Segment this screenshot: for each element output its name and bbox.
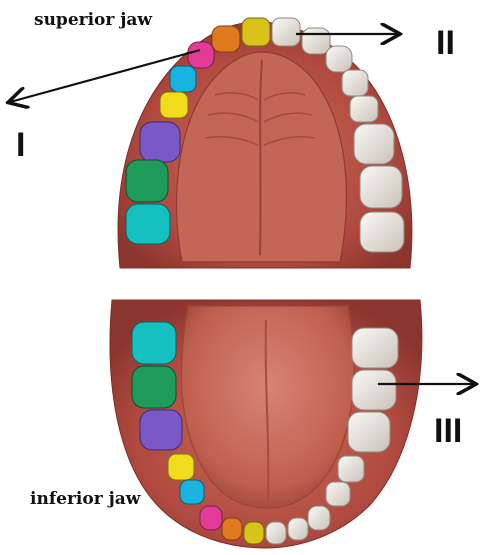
upper-third-molar-left [126, 204, 170, 244]
upper-canine-right [326, 46, 352, 72]
upper-central-incisor-left [242, 18, 270, 46]
lower-lateral-incisor-right [288, 518, 308, 540]
upper-central-incisor-right [272, 18, 300, 46]
lower-first-molar-right [348, 412, 390, 452]
upper-lateral-incisor-right [302, 28, 330, 54]
lower-canine-left [200, 506, 222, 530]
superior-jaw-label: superior jaw [34, 10, 152, 30]
roman-numeral-I: I [16, 126, 25, 164]
lower-first-premolar-left [180, 480, 204, 504]
lower-lateral-incisor-left [222, 518, 242, 540]
upper-first-premolar-right [342, 70, 368, 96]
inferior-jaw-label: inferior jaw [30, 489, 141, 509]
upper-second-molar-left [126, 160, 168, 202]
upper-lateral-incisor-left [212, 26, 240, 52]
upper-second-molar-right [360, 166, 402, 208]
roman-numeral-III: III [434, 412, 462, 450]
lower-second-molar-right [352, 370, 396, 410]
upper-second-premolar-left [160, 92, 188, 118]
lower-third-molar-left [132, 322, 176, 364]
lower-second-premolar-left [168, 454, 194, 480]
lower-first-premolar-right [326, 482, 350, 506]
upper-first-molar-left [140, 122, 180, 162]
upper-second-premolar-right [350, 96, 378, 122]
lower-central-incisor-right [266, 522, 286, 544]
lower-central-incisor-left [244, 522, 264, 544]
upper-first-molar-right [354, 124, 394, 164]
lower-canine-right [308, 506, 330, 530]
lower-first-molar-left [140, 410, 182, 450]
lower-third-molar-right [352, 328, 398, 368]
upper-first-premolar-left [170, 66, 196, 92]
roman-numeral-II: II [436, 24, 455, 62]
lower-second-molar-left [132, 366, 176, 408]
lower-second-premolar-right [338, 456, 364, 482]
upper-third-molar-right [360, 212, 404, 252]
upper-canine-left [188, 42, 214, 68]
lower-jaw [110, 300, 422, 548]
upper-jaw [118, 18, 412, 268]
